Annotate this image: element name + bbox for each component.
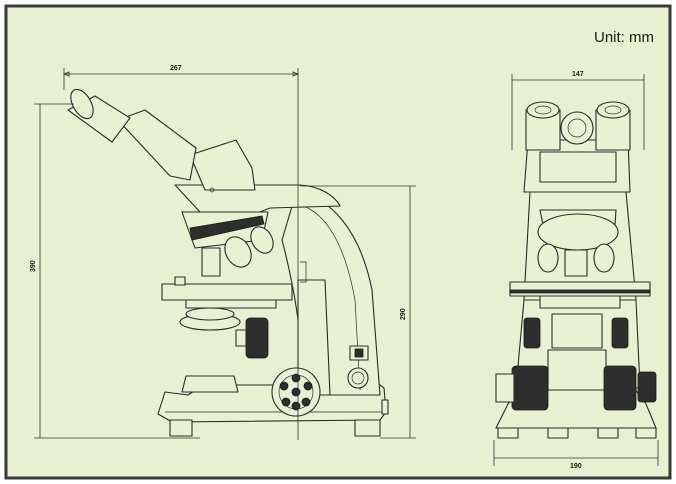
front-view-dimensions: 147 190	[493, 71, 659, 470]
dim-side-height-total: 390	[30, 260, 37, 272]
dim-side-height-arm: 290	[400, 308, 407, 320]
dim-front-base-width: 190	[570, 463, 582, 470]
side-view-dimensions: 267 390 290	[30, 65, 416, 440]
side-view-microscope	[67, 88, 389, 437]
dim-side-width: 267	[170, 65, 182, 72]
unit-label: Unit: mm	[594, 29, 654, 46]
dim-front-top-width: 147	[572, 71, 584, 78]
front-view-microscope	[495, 101, 657, 439]
